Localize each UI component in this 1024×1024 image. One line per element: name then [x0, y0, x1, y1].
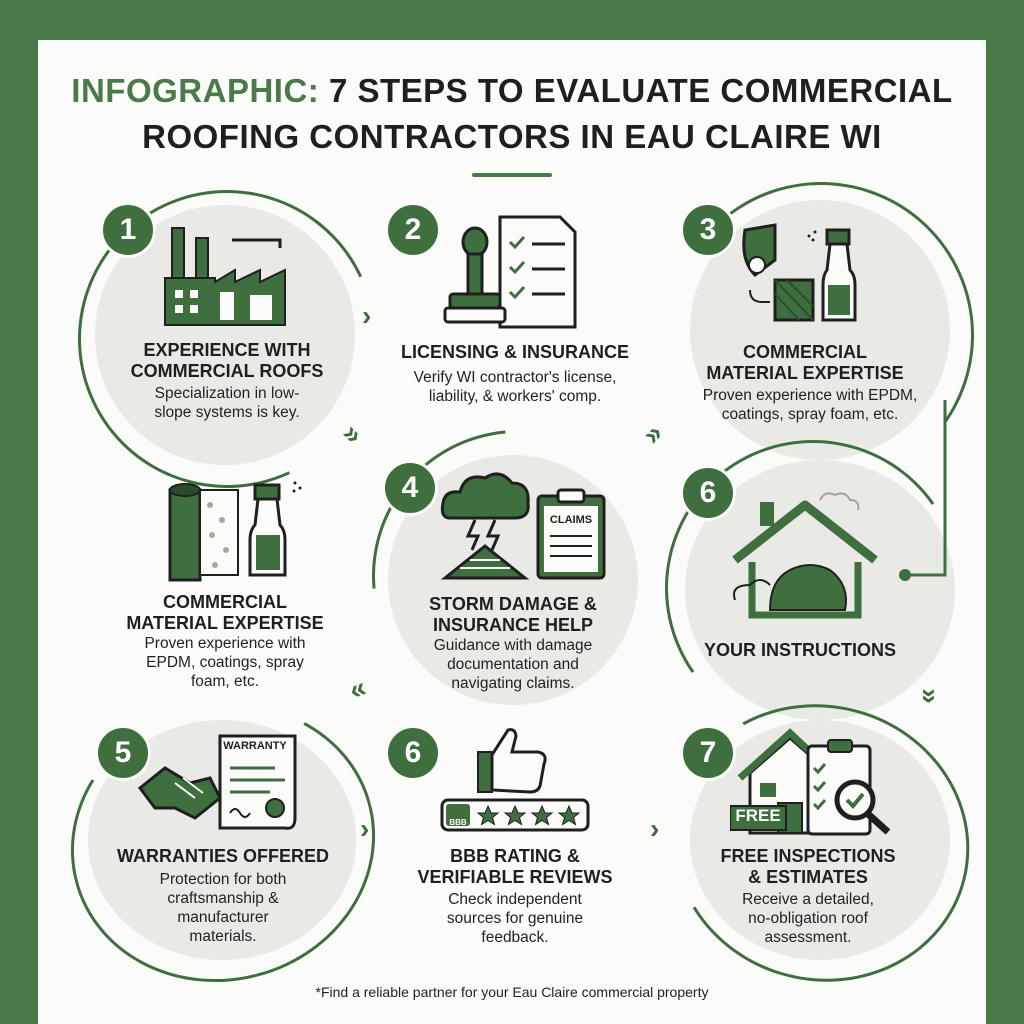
step-5-desc-line4: materials.	[189, 928, 257, 945]
warranty-label: WARRANTY	[223, 740, 287, 752]
step-4-badge: 4	[382, 460, 438, 516]
step-6-title: YOUR INSTRUCTIONS	[703, 640, 896, 660]
title-line2: ROOFING CONTRACTORS IN EAU CLAIRE WI	[142, 118, 882, 155]
page-title: INFOGRAPHIC: 7 STEPS TO EVALUATE COMMERC…	[0, 68, 1024, 160]
step-1-badge: 1	[100, 202, 156, 258]
step-7-title: FREE INSPECTIONS & ESTIMATES	[695, 846, 921, 888]
roll-spray-icon	[168, 481, 302, 582]
step-5-badge: 5	[95, 725, 151, 781]
step-3-circle	[690, 200, 950, 460]
step-3-title: COMMERCIAL MATERIAL EXPERTISE	[680, 342, 930, 384]
step-5-desc-line1: Protection for both	[159, 871, 287, 888]
step-6b-desc-line3: feedback.	[481, 929, 549, 946]
material-expertise-desc-line3: foam, etc.	[190, 673, 260, 690]
step-2-desc-line1: Verify WI contractor's license,	[413, 369, 617, 386]
step-2-desc-line2: liability, & workers' comp.	[428, 388, 602, 405]
step-5-description: Protection for both craftsmanship & manu…	[115, 870, 331, 946]
step-5-desc-line2: craftsmanship &	[167, 890, 279, 907]
title-prefix: INFOGRAPHIC:	[71, 72, 320, 109]
step-5-desc-line3: manufacturer	[177, 909, 269, 926]
step-4-desc-line2: documentation and	[447, 656, 579, 673]
step-1-desc-line1: Specialization in low-	[154, 385, 300, 402]
material-expertise-description: Proven experience with EPDM, coatings, s…	[110, 634, 340, 691]
step-7-title-line2: & ESTIMATES	[748, 867, 868, 887]
arrow-right-2: ›	[360, 813, 370, 844]
step-1-description: Specialization in low- slope systems is …	[110, 384, 344, 422]
thumbs-up-stars-icon	[440, 728, 590, 832]
factory-icon	[164, 227, 286, 326]
step-4-desc-line1: Guidance with damage	[433, 637, 593, 654]
step-7-title-line1: FREE INSPECTIONS	[720, 846, 896, 866]
material-expertise-title-line1: COMMERCIAL	[163, 592, 287, 612]
arrow-right-1: ›	[362, 300, 372, 331]
step-7-description: Receive a detailed, no-obligation roof a…	[700, 890, 916, 947]
free-label: FREE	[735, 806, 781, 825]
material-expertise-title: COMMERCIAL MATERIAL EXPERTISE	[100, 592, 350, 634]
bbb-label: BBB	[449, 818, 467, 827]
material-expertise-title-line2: MATERIAL EXPERTISE	[126, 613, 324, 633]
stamp-document-icon	[443, 215, 577, 329]
step-1-desc-line2: slope systems is key.	[154, 404, 300, 421]
step-3-description: Proven experience with EPDM, coatings, s…	[680, 386, 940, 424]
step-4-desc-line3: navigating claims.	[451, 675, 575, 692]
storm-claims-icon	[440, 472, 606, 580]
step-6b-desc-line2: sources for genuine	[446, 910, 584, 927]
step-4-description: Guidance with damage documentation and n…	[400, 636, 626, 693]
step-2-description: Verify WI contractor's license, liabilit…	[370, 368, 660, 406]
arrow-double-down: »	[914, 688, 946, 704]
step-6b-title-line1: BBB RATING &	[450, 846, 580, 866]
material-expertise-desc-line1: Proven experience with	[144, 635, 306, 652]
step-6b-description: Check independent sources for genuine fe…	[405, 890, 625, 947]
footnote-background	[272, 978, 752, 1024]
step-7-desc-line2: no-obligation roof	[748, 910, 868, 927]
roll-spray-icon	[742, 223, 857, 322]
step-1-title: EXPERIENCE WITH COMMERCIAL ROOFS	[100, 340, 354, 382]
title-line1: 7 STEPS TO EVALUATE COMMERCIAL	[328, 72, 953, 109]
handshake-warranty-icon	[137, 734, 297, 830]
step-2-title: LICENSING & INSURANCE	[400, 342, 629, 362]
step-4-title: STORM DAMAGE & INSURANCE HELP	[400, 594, 626, 636]
step-3-title-line2: MATERIAL EXPERTISE	[706, 363, 904, 383]
step-3-desc-line2: coatings, spray foam, etc.	[721, 406, 899, 423]
claims-label: CLAIMS	[549, 514, 593, 526]
step-3-title-line1: COMMERCIAL	[743, 342, 867, 362]
step-7-badge: 7	[680, 725, 736, 781]
title-divider	[472, 173, 552, 177]
step-6b-desc-line1: Check independent	[448, 891, 582, 908]
house-icon	[732, 492, 878, 619]
step-7-desc-line1: Receive a detailed,	[742, 891, 874, 908]
step-1-title-line1: EXPERIENCE WITH	[143, 340, 311, 360]
step-4-title-line2: INSURANCE HELP	[432, 615, 593, 635]
step-3-desc-line1: Proven experience with EPDM,	[702, 387, 918, 404]
step-1-title-line2: COMMERCIAL ROOFS	[130, 361, 324, 381]
step-6-badge: 6	[680, 465, 736, 521]
step-7-desc-line3: assessment.	[764, 929, 852, 946]
material-expertise-desc-line2: EPDM, coatings, spray	[146, 654, 304, 671]
step-6b-title-line2: VERIFIABLE REVIEWS	[417, 867, 613, 887]
step-3-badge: 3	[680, 202, 736, 258]
footnote: *Find a reliable partner for your Eau Cl…	[315, 984, 709, 1000]
step-4-title-line1: STORM DAMAGE &	[429, 594, 597, 614]
step-6b-title: BBB RATING & VERIFIABLE REVIEWS	[400, 846, 630, 888]
step-5-title: WARRANTIES OFFERED	[116, 846, 329, 866]
arrow-right-3: ›	[650, 813, 660, 844]
step-6b-badge: 6	[385, 725, 441, 781]
connector-line	[899, 400, 947, 581]
step-2-badge: 2	[385, 202, 441, 258]
house-checklist-icon	[730, 728, 891, 836]
